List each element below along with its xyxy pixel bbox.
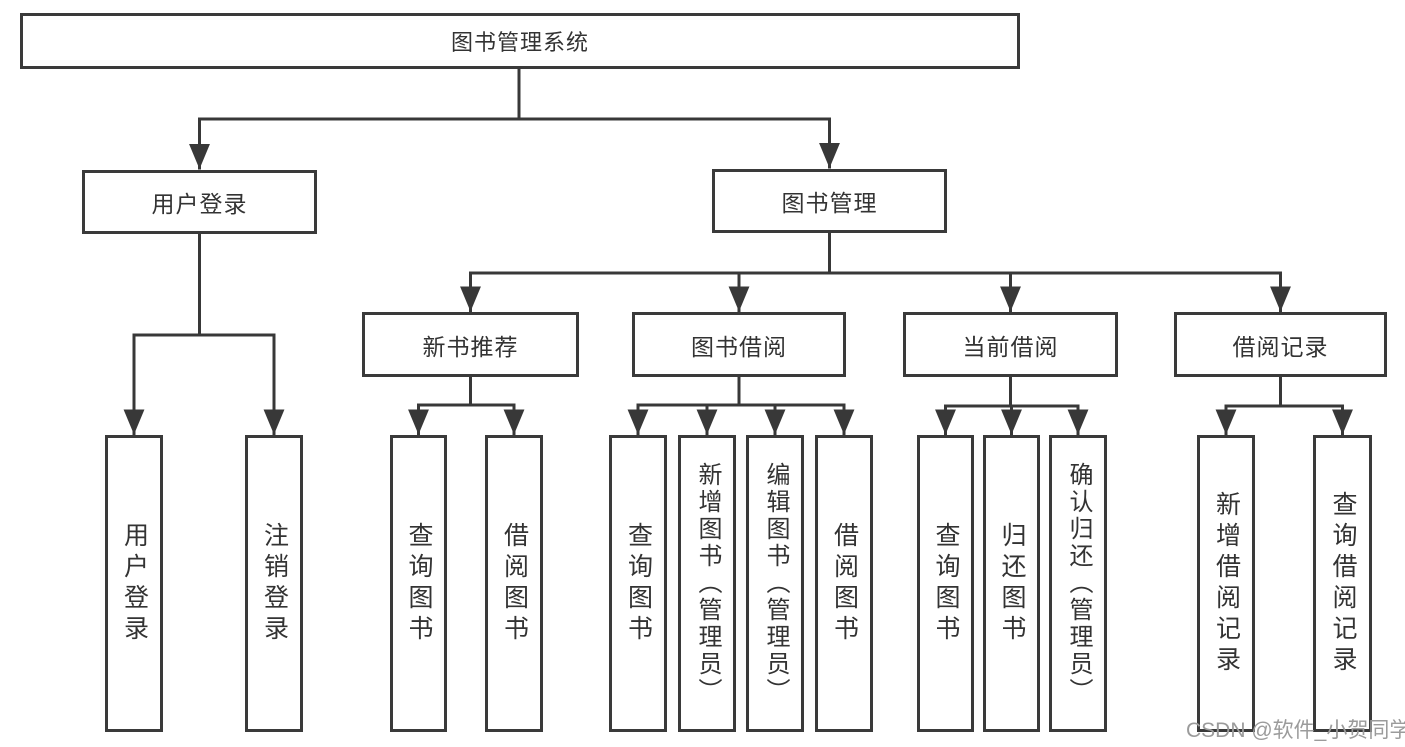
node-book-borrowing-label: 图书借阅 <box>691 333 787 360</box>
leaf-query-books-borrowing-label: 查询图书 <box>624 521 653 646</box>
node-borrowing-records-label: 借阅记录 <box>1232 333 1329 360</box>
leaf-add-borrow-record-label: 新增借阅记录 <box>1212 490 1241 677</box>
edges-borrowing-records-to-leaves <box>1215 375 1353 435</box>
leaf-borrow-books-recommend-label: 借阅图书 <box>500 521 529 646</box>
leaf-query-books-borrowing: 查询图书 <box>609 435 667 732</box>
leaf-confirm-return-admin-label: 确认归还（管理员） <box>1065 462 1092 705</box>
node-root-label: 图书管理系统 <box>450 30 589 55</box>
edges-new-book-recommendation-to-leaves <box>408 375 525 435</box>
leaf-user-login: 用户登录 <box>105 435 163 732</box>
leaf-query-books-current-label: 查询图书 <box>932 521 960 646</box>
node-book-borrowing: 图书借阅 <box>632 312 846 377</box>
edges-book-management-to-level3 <box>460 231 1291 312</box>
leaf-edit-book-admin: 编辑图书（管理员） <box>746 435 804 732</box>
leaf-borrow-books-borrowing: 借阅图书 <box>815 435 873 732</box>
leaf-add-book-admin: 新增图书（管理员） <box>678 435 736 732</box>
leaf-confirm-return-admin: 确认归还（管理员） <box>1049 435 1107 732</box>
node-book-management-label: 图书管理 <box>781 190 878 216</box>
leaf-query-borrow-record-label: 查询借阅记录 <box>1329 490 1357 677</box>
edges-book-borrowing-to-leaves <box>627 375 855 435</box>
leaf-return-books-label: 归还图书 <box>998 521 1026 646</box>
leaf-return-books: 归还图书 <box>983 435 1040 732</box>
node-current-borrowing-label: 当前借阅 <box>962 333 1059 360</box>
leaf-add-borrow-record: 新增借阅记录 <box>1197 435 1255 732</box>
edges-current-borrowing-to-leaves <box>935 375 1089 435</box>
leaf-query-books-recommend: 查询图书 <box>390 435 447 732</box>
leaf-borrow-books-borrowing-label: 借阅图书 <box>830 521 859 646</box>
leaf-query-books-current: 查询图书 <box>917 435 974 732</box>
node-new-book-recommendation: 新书推荐 <box>362 312 579 377</box>
leaf-user-login-label: 用户登录 <box>120 521 149 646</box>
leaf-logout: 注销登录 <box>245 435 303 732</box>
edges-root-to-level2 <box>189 67 840 170</box>
node-user-login: 用户登录 <box>82 170 317 234</box>
node-user-login-label: 用户登录 <box>151 191 248 217</box>
leaf-logout-label: 注销登录 <box>260 521 289 646</box>
leaf-query-borrow-record: 查询借阅记录 <box>1313 435 1372 732</box>
leaf-edit-book-admin-label: 编辑图书（管理员） <box>762 462 789 705</box>
node-borrowing-records: 借阅记录 <box>1174 312 1387 377</box>
leaf-borrow-books-recommend: 借阅图书 <box>485 435 543 732</box>
node-book-management: 图书管理 <box>712 169 947 233</box>
node-current-borrowing: 当前借阅 <box>903 312 1118 377</box>
node-new-book-recommendation-label: 新书推荐 <box>422 333 519 360</box>
leaf-add-book-admin-label: 新增图书（管理员） <box>694 462 721 705</box>
watermark-text: CSDN @软件_小贺同学 <box>1186 719 1405 742</box>
edges-user-login-to-leaves <box>123 232 285 435</box>
leaf-query-books-recommend-label: 查询图书 <box>405 521 433 646</box>
node-root: 图书管理系统 <box>20 13 1020 69</box>
